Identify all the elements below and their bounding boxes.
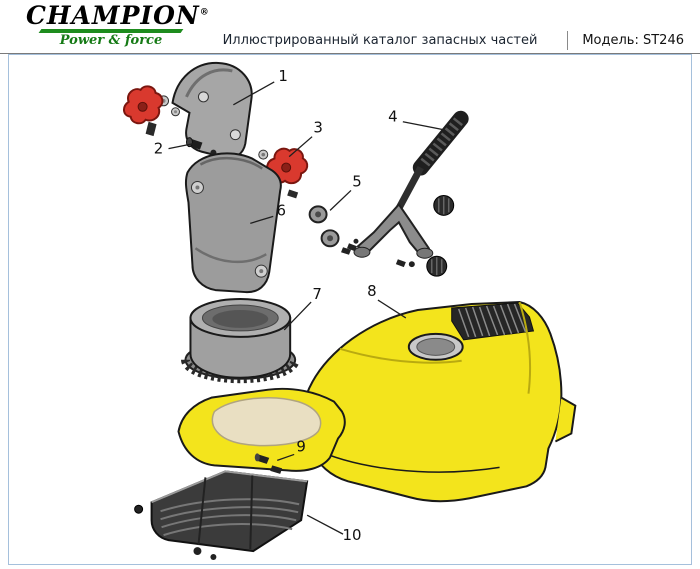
callout-leader-7 [283, 301, 312, 331]
callout-2: 2 [154, 140, 164, 158]
callout-10: 10 [342, 526, 361, 544]
callout-leader-9 [276, 453, 295, 462]
callout-leader-1 [233, 81, 275, 106]
part-5-bushings [308, 205, 359, 255]
brand-name: CHAMPION® [26, 2, 209, 29]
callout-leader-2 [168, 143, 194, 150]
callout-layer: 1 2 3 4 5 6 7 8 9 10 [154, 67, 444, 544]
callout-8: 8 [367, 282, 377, 300]
part-4-handle [347, 110, 469, 277]
part-3-red-knobs [122, 85, 313, 199]
callout-6: 6 [276, 201, 286, 219]
model-label: Модель: ST246 [567, 31, 684, 50]
logo-swoosh [38, 29, 184, 34]
exploded-view-svg: 1 2 3 4 5 6 7 8 9 10 [122, 61, 577, 561]
champion-logo: CHAMPION® Power & force [26, 2, 209, 49]
part-7-chute-base [180, 298, 300, 384]
callout-1: 1 [278, 67, 288, 85]
brand-text: CHAMPION [26, 1, 200, 30]
callout-leader-4 [402, 121, 444, 131]
callout-4: 4 [388, 108, 398, 126]
callout-9: 9 [296, 437, 306, 455]
callout-3: 3 [313, 119, 323, 137]
part-9-bolts [254, 453, 283, 474]
callout-leader-6 [250, 215, 274, 224]
callout-5: 5 [352, 172, 362, 190]
part-8-body-panel [177, 301, 577, 503]
callout-leader-3 [288, 136, 313, 158]
part-1-deflector [171, 61, 253, 159]
catalog-title: Иллюстрированный каталог запасных частей [222, 33, 538, 48]
parts-diagram-area: 1 2 3 4 5 6 7 8 9 10 [8, 54, 692, 565]
part-10-grille [134, 470, 309, 561]
callout-leader-8 [377, 299, 407, 319]
callout-leader-5 [329, 189, 352, 211]
callout-7: 7 [312, 285, 322, 303]
page-header: CHAMPION® Power & force Иллюстрированный… [0, 0, 700, 54]
brand-tagline: Power & force [59, 33, 163, 49]
callout-leader-10 [306, 514, 344, 535]
registered-mark: ® [199, 7, 210, 18]
part-6-chute [184, 152, 282, 294]
